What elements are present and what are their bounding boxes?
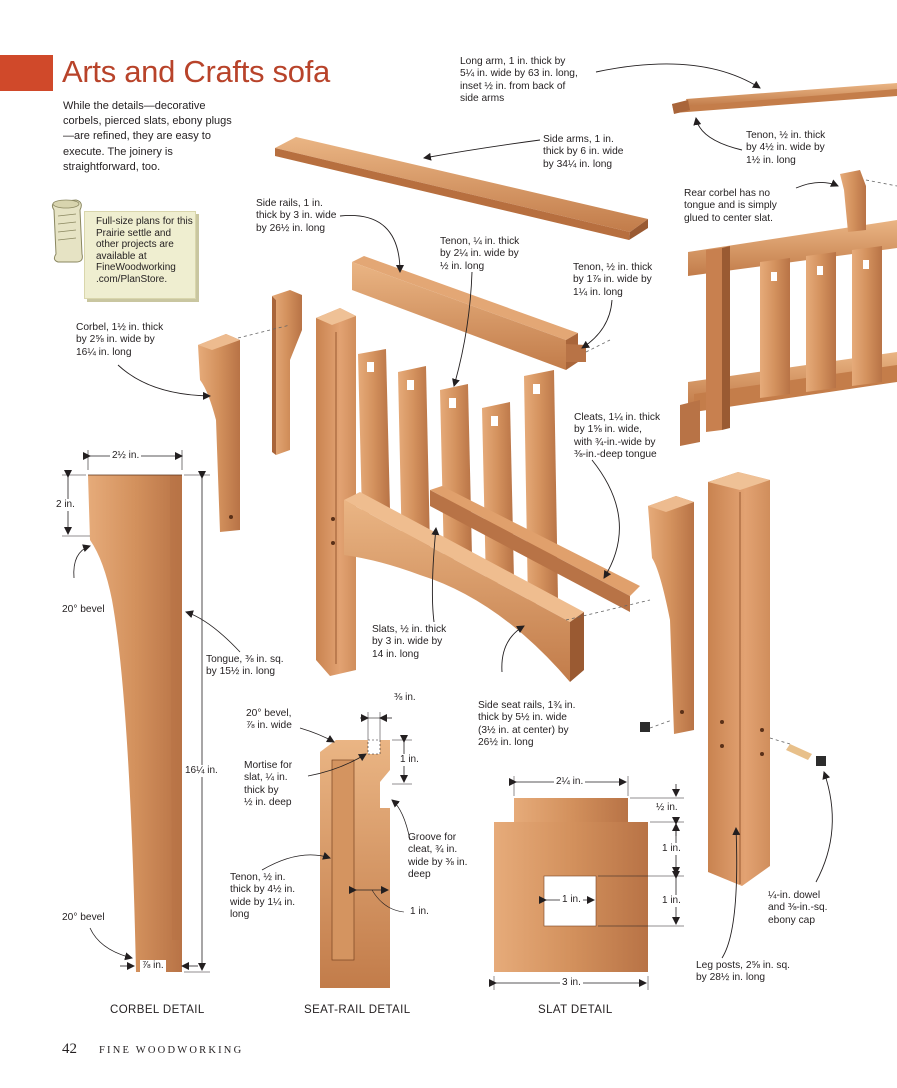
- label-cleats: Cleats, 1¼ in. thick by 1⅝ in. wide, wit…: [574, 412, 661, 461]
- label-corbel: Corbel, 1½ in. thick by 2⅝ in. wide by 1…: [76, 322, 164, 358]
- slat-gap-1: 1 in.: [660, 843, 683, 855]
- side-rail: [352, 256, 586, 370]
- accent-bar: [0, 55, 53, 91]
- alignment-lines: [237, 179, 897, 745]
- corbel-detail-caption: CORBEL DETAIL: [110, 1004, 205, 1016]
- seat-rail-detail-caption: SEAT-RAIL DETAIL: [304, 1004, 411, 1016]
- seat-rail-tenon: Tenon, ½ in. thick by 4½ in. wide by 1¼ …: [230, 872, 296, 921]
- corbel-bevel-top: 20° bevel: [62, 604, 105, 615]
- slat-gap-2: 1 in.: [660, 895, 683, 907]
- label-dowel-cap: ¼-in. dowel and ⅜-in.-sq. ebony cap: [768, 890, 828, 926]
- seat-rail-bevel: 20° bevel, ⅞ in. wide: [246, 708, 292, 732]
- corbel-bottom-width: ⅞ in.: [140, 960, 166, 972]
- seat-rail-top-gap: ⅜ in.: [392, 692, 418, 704]
- slat-width: 3 in.: [560, 977, 583, 989]
- corbel-width-top: 2½ in.: [110, 450, 142, 462]
- corbel-tongue: Tongue, ⅜ in. sq. by 15½ in. long: [206, 654, 284, 678]
- label-leg-posts: Leg posts, 2⅝ in. sq. by 28½ in. long: [696, 960, 791, 984]
- label-side-rails: Side rails, 1 in. thick by 3 in. wide by…: [256, 198, 337, 234]
- rear-leg-post: [708, 472, 826, 886]
- slat-top-height: ½ in.: [654, 802, 680, 814]
- long-arm: [672, 83, 897, 114]
- seat-rail-depth: 1 in.: [398, 754, 421, 766]
- label-side-seat-rails: Side seat rails, 1¾ in. thick by 5½ in. …: [478, 700, 576, 749]
- label-slats: Slats, ½ in. thick by 3 in. wide by 14 i…: [372, 624, 447, 660]
- rolled-plans-icon: [51, 199, 83, 263]
- cleat: [430, 486, 640, 612]
- slat-square: 1 in.: [560, 894, 583, 906]
- corbel-detail-drawing: [62, 450, 241, 973]
- page-number: 42: [62, 1041, 77, 1057]
- label-tenon-slats: Tenon, ¼ in. thick by 2¼ in. wide by ½ i…: [440, 236, 520, 272]
- corbel-height: 16¼ in.: [183, 765, 220, 777]
- slat-top-width: 2¼ in.: [554, 776, 586, 788]
- page-title: Arts and Crafts sofa: [62, 54, 330, 89]
- settle-back: [680, 170, 897, 446]
- magazine-name: FINE WOODWORKING: [99, 1045, 244, 1056]
- front-leg-post: [316, 308, 356, 676]
- corbel-top-height: 2 in.: [54, 499, 77, 511]
- corbel-left: [198, 334, 240, 532]
- plans-callout-box: [84, 211, 196, 299]
- label-side-arms: Side arms, 1 in. thick by 6 in. wide by …: [543, 134, 624, 170]
- intro-text: While the details—decorative corbels, pi…: [63, 100, 232, 173]
- label-tenon-side-rail: Tenon, ½ in. thick by 1⅞ in. wide by 1¼ …: [573, 262, 653, 298]
- corbel-right: [640, 496, 694, 734]
- side-seat-rail: [344, 492, 584, 682]
- label-rear-corbel: Rear corbel has no tongue and is simply …: [684, 188, 777, 224]
- slat-detail-caption: SLAT DETAIL: [538, 1004, 613, 1016]
- side-arm: [275, 137, 648, 240]
- seat-rail-detail-drawing: [261, 712, 412, 988]
- callout-leaders: [117, 63, 839, 959]
- seat-rail-tenon-offset: 1 in.: [408, 906, 431, 918]
- label-long-arm: Long arm, 1 in. thick by 5¼ in. wide by …: [460, 56, 578, 105]
- plans-callout-text: Full-size plans for this Prairie settle …: [96, 216, 193, 285]
- seat-rail-mortise: Mortise for slat, ¼ in. thick by ½ in. d…: [244, 760, 293, 809]
- rear-corbel-strip: [272, 290, 302, 455]
- label-tenon-long-arm: Tenon, ½ in. thick by 4½ in. wide by 1½ …: [746, 130, 826, 166]
- seat-rail-groove: Groove for cleat, ¾ in. wide by ⅜ in. de…: [408, 832, 468, 881]
- corbel-bevel-bottom: 20° bevel: [62, 912, 105, 923]
